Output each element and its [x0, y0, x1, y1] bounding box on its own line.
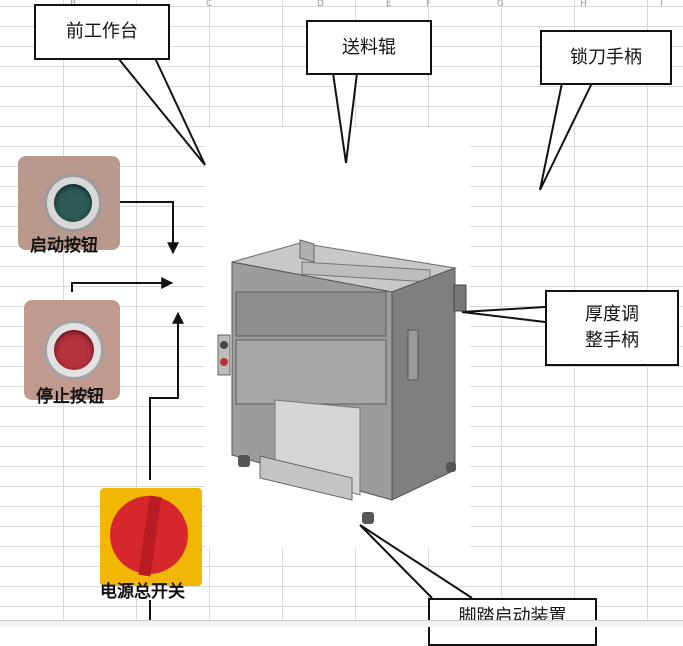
red-button	[54, 330, 94, 370]
lock-handle-pointer	[539, 82, 593, 191]
start-arrow	[120, 201, 179, 255]
start-button-photo	[18, 156, 120, 250]
peeling-machine-illustration	[217, 239, 467, 524]
thickness-handle-callout: 厚度调 整手柄	[545, 290, 679, 366]
front-table-pointer	[117, 57, 206, 166]
column-header[interactable]: G	[497, 0, 504, 9]
start-button-label: 启动按钮	[30, 236, 98, 256]
lock-handle-callout: 锁刀手柄	[540, 30, 672, 85]
column-header[interactable]: D	[317, 0, 324, 9]
stop-arrow	[71, 277, 174, 292]
green-button	[54, 184, 92, 222]
thickness-handle-line2: 整手柄	[585, 330, 639, 351]
foot-start-pointer	[359, 524, 473, 599]
stop-button-label: 停止按钮	[36, 387, 104, 407]
connector-layer	[71, 57, 593, 626]
feed-roller-callout: 送料辊	[306, 20, 432, 75]
power-switch-photo	[100, 488, 202, 586]
switch-arrow	[149, 311, 184, 480]
sheet-bottom-edge	[0, 620, 683, 627]
column-header[interactable]: F	[426, 0, 432, 9]
column-header[interactable]: H	[580, 0, 587, 9]
feed-roller-pointer	[332, 72, 358, 164]
column-header[interactable]: I	[660, 0, 663, 9]
thickness-handle-line1: 厚度调	[585, 304, 639, 325]
thickness-handle-pointer	[461, 306, 546, 323]
power-switch-label: 电源总开关	[100, 582, 185, 602]
column-header[interactable]: C	[206, 0, 213, 9]
column-header[interactable]: E	[386, 0, 392, 9]
front-table-callout: 前工作台	[34, 4, 170, 60]
stop-button-photo	[24, 300, 120, 400]
